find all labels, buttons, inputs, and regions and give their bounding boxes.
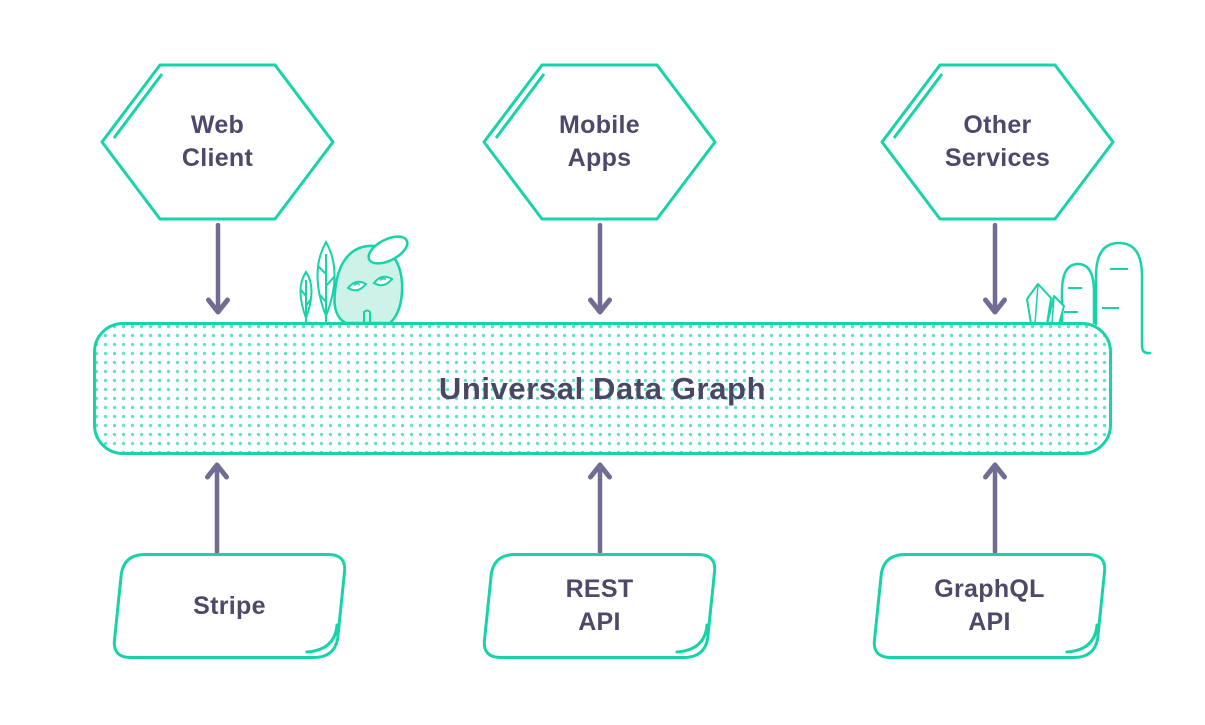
bar-title: Universal Data Graph [438,370,767,406]
hexagon-other-services: Other Services [880,62,1115,222]
box-label: Stripe [111,553,348,659]
box-graphql-api: GraphQL API [871,553,1108,659]
box-rest-api: REST API [481,553,718,659]
arrow-down-web-client [206,223,230,315]
arrow-up-graphql-api [983,462,1007,554]
label-line: Stripe [193,591,266,620]
crystals-hills-icon [1026,241,1152,355]
label-line: API [578,608,621,636]
hexagon-shape [482,63,717,221]
arrow-up-rest-api [588,462,612,554]
arrow-down-other-services [983,223,1007,315]
hexagon-label: Other Services [880,62,1115,222]
hexagon-web-client: Web Client [100,62,335,222]
hexagon-label: Mobile Apps [482,62,717,222]
label-line: Other [963,111,1032,139]
label-line: Web [190,111,245,139]
hexagon-label: Web Client [100,62,335,222]
box-label: GraphQL API [871,553,1108,659]
universal-data-graph-bar: Universal Data Graph [93,322,1112,455]
box-label: REST API [481,553,718,659]
box-stripe: Stripe [111,553,348,659]
slanted-box-shape [482,553,717,659]
label-line: REST [565,575,634,603]
label-line: API [968,608,1011,636]
hexagon-shape [100,63,335,221]
label-line: Services [944,144,1051,172]
hexagon-mobile-apps: Mobile Apps [482,62,717,222]
label-line: Client [181,144,254,172]
arrow-up-stripe [205,462,229,554]
label-line: Mobile [559,111,640,139]
slanted-box-shape [112,553,347,659]
arrow-down-mobile-apps [588,223,612,315]
slanted-box-shape [872,553,1107,659]
label-line: Apps [567,144,632,172]
ghost-mascot-icon [299,235,409,324]
label-line: GraphQL [934,575,1045,603]
hexagon-shape [880,63,1115,221]
